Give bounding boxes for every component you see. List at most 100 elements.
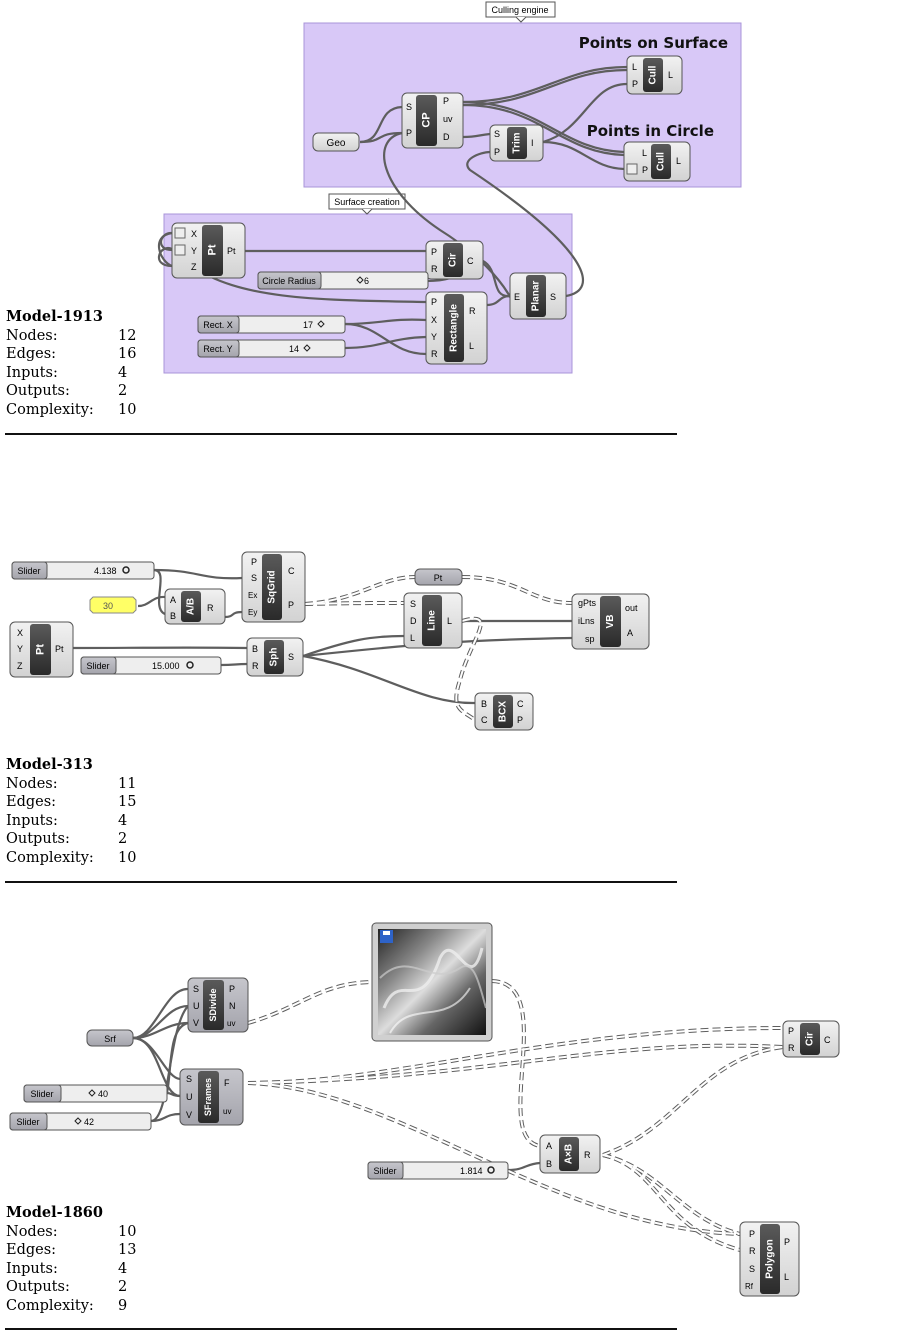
cir-component-1860[interactable]: Cir P R C <box>782 1020 840 1058</box>
slider-1814[interactable]: Slider 1.814 <box>367 1161 509 1180</box>
sqgrid-component[interactable]: SqGrid P S Ex Ey C P <box>241 551 306 623</box>
stat-row: Edges:16 <box>6 346 137 363</box>
port-label: P <box>788 1026 794 1036</box>
model-title: Model-1913 <box>6 308 103 325</box>
vb-component[interactable]: VB gPts iLns sp out A <box>571 593 650 650</box>
port-label: Line <box>427 610 438 631</box>
cp-component[interactable]: CP S P P uv D <box>401 92 464 149</box>
axb-component[interactable]: A×B A B R <box>539 1134 601 1174</box>
trim-component[interactable]: Trim S P I <box>489 124 544 162</box>
port-label: Pt <box>55 644 64 654</box>
note-points-on-surface: Points on Surface <box>579 34 728 52</box>
slider-circle-radius[interactable]: Circle Radius 6 <box>257 271 429 290</box>
port-label: X <box>17 628 23 638</box>
slider-42[interactable]: Slider 42 <box>9 1112 152 1131</box>
port-label: V <box>193 1018 199 1028</box>
stat-row: Nodes:10 <box>6 1223 137 1240</box>
port-label: Circle Radius <box>262 276 316 286</box>
port-label: 40 <box>98 1089 108 1099</box>
port-label: SFrames <box>203 1078 213 1116</box>
rectangle-component[interactable]: Rectangle P X Y R R L <box>425 291 488 365</box>
model-1860-diagram: Srf SDivide S U V P N uv Slider 40 Slide… <box>9 922 840 1297</box>
port-label: L <box>668 70 673 80</box>
port-label: Cir <box>805 1032 816 1046</box>
stat-row: Complexity:10 <box>6 849 137 866</box>
port-label: B <box>546 1159 552 1169</box>
port-label: Pt <box>227 246 236 256</box>
port-label: Cull <box>656 152 667 171</box>
port-label: C <box>824 1035 831 1045</box>
port-label: S <box>749 1264 755 1274</box>
port-label: Sph <box>269 648 280 667</box>
port-label: R <box>252 661 259 671</box>
port-label: B <box>252 644 258 654</box>
port-label: R <box>749 1246 756 1256</box>
geo-param[interactable]: Geo <box>312 132 360 152</box>
port-label: Pt <box>206 244 218 255</box>
cull-component-1[interactable]: Cull L P L <box>626 55 683 95</box>
port-label: R <box>207 603 214 613</box>
port-label: A×B <box>564 1144 575 1164</box>
slider-rect-x[interactable]: Rect. X 17 <box>197 315 346 334</box>
port-label: Y <box>431 332 437 342</box>
port-label: Pt <box>34 644 46 655</box>
note-points-in-circle: Points in Circle <box>587 122 714 140</box>
port-label: S <box>406 102 412 112</box>
port-label: Geo <box>327 138 346 149</box>
port-label: L <box>784 1272 789 1282</box>
port-label: P <box>251 557 257 567</box>
image-viewer[interactable] <box>371 922 493 1042</box>
port-label: P <box>784 1237 790 1247</box>
port-label: P <box>494 147 500 157</box>
port-label: A <box>627 628 633 638</box>
port-label: R <box>469 306 476 316</box>
port-label: V <box>186 1110 192 1120</box>
pt-component-313[interactable]: Pt X Y Z Pt <box>9 621 74 678</box>
cir-component[interactable]: Cir P R C <box>425 240 484 280</box>
sdivide-component[interactable]: SDivide S U V P N uv <box>187 977 249 1033</box>
stat-row: Inputs:4 <box>6 1260 128 1277</box>
bcx-component[interactable]: BCX B C C P <box>474 692 534 731</box>
port-label: 42 <box>84 1117 94 1127</box>
line-component[interactable]: Line S D L L <box>403 592 463 649</box>
model-1913-section: Culling engine Surface creation Points o… <box>0 0 903 440</box>
cull-component-2[interactable]: Cull L P L <box>623 141 691 182</box>
port-label: R <box>431 349 438 359</box>
port-label: Slider <box>16 1117 39 1127</box>
port-label: S <box>410 599 416 609</box>
srf-param[interactable]: Srf <box>86 1029 134 1047</box>
model-1860-section: Srf SDivide S U V P N uv Slider 40 Slide… <box>0 888 903 1336</box>
port-label: Cir <box>448 253 459 267</box>
polygon-component[interactable]: Polygon P R S Rf P L <box>739 1221 800 1297</box>
port-label: Slider <box>17 566 40 576</box>
panel-30[interactable]: 30 <box>89 596 137 614</box>
wires-model-313 <box>72 568 573 705</box>
port-label: Cull <box>648 65 659 84</box>
sph-component[interactable]: Sph B R S <box>246 637 304 677</box>
sframes-component[interactable]: SFrames S U V F uv <box>179 1068 244 1126</box>
port-label: Slider <box>30 1089 53 1099</box>
port-label: R <box>431 264 438 274</box>
pt-component[interactable]: Pt X Y Z Pt <box>171 222 246 279</box>
port-label: L <box>447 616 452 626</box>
planar-component[interactable]: Planar E S <box>509 272 567 320</box>
port-label: X <box>431 315 437 325</box>
port-label: A/B <box>186 598 197 615</box>
pt-param-313[interactable]: Pt <box>414 568 463 586</box>
port-label: out <box>625 603 638 613</box>
port-label: L <box>469 341 474 351</box>
port-label: P <box>632 79 638 89</box>
port-label: C <box>517 699 524 709</box>
slider-4138[interactable]: Slider 4.138 <box>11 561 155 580</box>
ab-component[interactable]: A/B A B R <box>164 588 226 625</box>
port-label: VB <box>605 615 616 629</box>
slider-15000[interactable]: Slider 15.000 <box>80 656 222 675</box>
port-label: P <box>749 1229 755 1239</box>
port-label: Slider <box>86 661 109 671</box>
group-title-culling: Culling engine <box>491 5 548 15</box>
stat-row: Complexity:10 <box>6 401 137 418</box>
save-icon[interactable] <box>380 930 393 943</box>
port-label: 1.814 <box>460 1166 483 1176</box>
slider-rect-y[interactable]: Rect. Y 14 <box>197 339 346 358</box>
slider-40[interactable]: Slider 40 <box>23 1084 168 1103</box>
